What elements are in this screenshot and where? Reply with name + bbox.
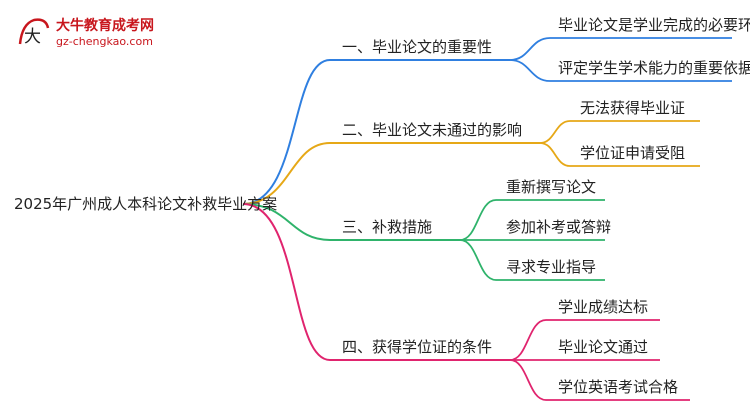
- branch-1-label: 一、毕业论文的重要性: [342, 38, 493, 56]
- root-to-branch-1-curve: [242, 59, 510, 205]
- root-to-branch-3-curve: [242, 203, 460, 241]
- branch-2-to-leaf-2: [539, 142, 700, 167]
- branch-3-to-leaf-1: [459, 199, 605, 241]
- root-to-branch-2-curve: [242, 142, 540, 205]
- root-node: 2025年广州成人本科论文补救毕业方案: [14, 195, 278, 213]
- branch-4-leaf-3: 学位英语考试合格: [558, 378, 679, 396]
- branch-3-to-leaf-3: [459, 239, 605, 281]
- branch-2-leaf-1: 无法获得毕业证: [580, 99, 686, 117]
- branch-2-leaf-2: 学位证申请受阻: [580, 144, 686, 162]
- site-logo[interactable]: 大 大牛教育成考网 gz-chengkao.com: [16, 12, 176, 52]
- branch-4-label: 四、获得学位证的条件: [342, 338, 493, 356]
- logo-url: gz-chengkao.com: [56, 35, 153, 48]
- logo-mark-icon: 大: [18, 18, 50, 47]
- branch-1-to-leaf-2: [509, 59, 732, 82]
- branch-4-leaf-1: 学业成绩达标: [558, 298, 649, 316]
- root-to-branch-4-curve: [242, 203, 510, 361]
- branch-3-leaf-1: 重新撰写论文: [506, 178, 597, 196]
- branch-1-leaf-2: 评定学生学术能力的重要依据: [558, 59, 750, 77]
- branch-3-leaf-2: 参加补考或答辩: [506, 218, 612, 236]
- branch-2-label: 二、毕业论文未通过的影响: [342, 121, 523, 139]
- branch-1-leaf-1: 毕业论文是学业完成的必要环节: [558, 16, 750, 34]
- branch-3-leaf-3: 寻求专业指导: [506, 258, 597, 276]
- branch-4-leaf-2: 毕业论文通过: [558, 338, 649, 356]
- logo-mark-glyph: 大: [24, 27, 41, 47]
- branch-2-to-leaf-1: [539, 120, 700, 144]
- branch-3-label: 三、补救措施: [342, 218, 433, 236]
- branch-1-to-leaf-1: [509, 37, 732, 61]
- branch-4-to-leaf-1: [509, 319, 660, 361]
- logo-title: 大牛教育成考网: [56, 18, 154, 34]
- branch-4-to-leaf-3: [509, 359, 690, 401]
